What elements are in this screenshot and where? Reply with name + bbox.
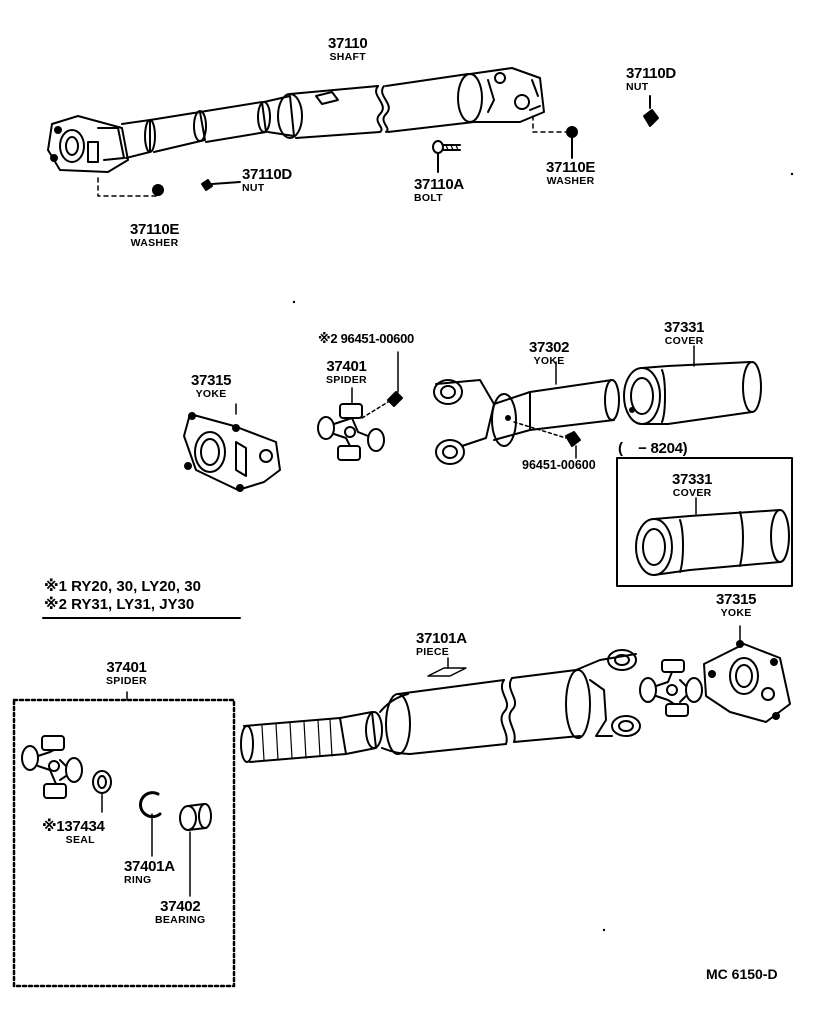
- bearing-drawing: [179, 803, 212, 831]
- footer-code: MC 6150-D: [706, 966, 778, 982]
- label-yoke-flange-mid: 37315 YOKE: [191, 372, 232, 400]
- part-name: SPIDER: [326, 374, 367, 386]
- label-fitting-low: 96451-00600: [522, 458, 596, 472]
- part-name: RING: [124, 874, 152, 886]
- label-yoke-slip: 37302 YOKE: [529, 339, 570, 367]
- part-name: COVER: [664, 335, 704, 347]
- label-yoke-flange-right: 37315 YOKE: [716, 591, 757, 619]
- washer-right-drawing: [566, 126, 578, 159]
- part-number: 37434: [64, 818, 105, 835]
- part-number: 37110D: [626, 65, 676, 82]
- part-name: YOKE: [720, 607, 752, 619]
- label-bolt: 37110A BOLT: [414, 177, 464, 204]
- cover-box-frame: [616, 457, 793, 587]
- part-name: COVER: [672, 487, 712, 499]
- part-number: 37315: [716, 591, 757, 608]
- washer-left-drawing: [152, 184, 164, 196]
- ring-drawing: [139, 791, 162, 819]
- cover-box-drawing: [635, 509, 790, 576]
- part-name: YOKE: [533, 355, 565, 367]
- spider-kit-frame: [12, 698, 236, 988]
- spider-rear-drawing: [639, 659, 703, 717]
- part-number: 96451-00600: [340, 331, 415, 346]
- seal-mark: ※1: [42, 818, 65, 835]
- note-2: ※2 RY31, LY31, JY30: [44, 596, 195, 613]
- part-name: WASHER: [546, 175, 595, 187]
- yoke-slip-drawing: [433, 379, 620, 465]
- part-number: 37401: [326, 358, 367, 375]
- part-name: YOKE: [195, 388, 227, 400]
- label-shaft: 37110 SHAFT: [328, 35, 368, 63]
- part-number: 37110D: [242, 166, 292, 183]
- part-number: 37110: [328, 35, 368, 52]
- label-bearing: 37402 BEARING: [155, 899, 206, 926]
- label-washer-right: 37110E WASHER: [546, 160, 595, 187]
- label-cover-box-range: ( − 8204): [618, 440, 688, 457]
- spider-mid-drawing: [317, 403, 385, 461]
- label-washer-left: 37110E WASHER: [130, 222, 179, 249]
- shaft-assembly-drawing: [47, 67, 545, 173]
- seal-drawing: [92, 770, 112, 794]
- label-nut-mid: 37110D NUT: [242, 167, 292, 194]
- part-number: 37401: [106, 659, 147, 676]
- fitting-low-drawing: [513, 421, 581, 459]
- label-cover-top: 37331 COVER: [664, 319, 705, 347]
- nut-top-drawing: [643, 95, 659, 127]
- shaft-rear-assembly-drawing: [240, 649, 641, 763]
- label-spider-mid: 37401 SPIDER: [326, 359, 367, 386]
- part-number: 37101A: [416, 630, 467, 647]
- fitting-mark: ※2: [318, 331, 338, 346]
- bolt-drawing: [432, 140, 461, 173]
- part-name: NUT: [626, 81, 649, 93]
- piece-drawing: [427, 667, 467, 677]
- part-name: NUT: [242, 182, 265, 194]
- part-number: 37110A: [414, 176, 464, 193]
- part-name: SPIDER: [106, 675, 147, 687]
- label-cover-box: 37331 COVER: [672, 471, 713, 499]
- cover-range: ( − 8204): [618, 440, 688, 457]
- part-number: 37315: [191, 372, 232, 389]
- fitting-mid-drawing: [361, 391, 403, 419]
- part-number: 37401A: [124, 858, 175, 875]
- yoke-flange-mid-drawing: [183, 412, 281, 492]
- part-name: WASHER: [130, 237, 179, 249]
- part-number: 37331: [664, 319, 705, 336]
- part-name: SEAL: [65, 834, 95, 846]
- label-spider-kit: 37401 SPIDER: [106, 660, 147, 687]
- part-number: 37110E: [130, 221, 180, 238]
- yoke-flange-right-drawing: [703, 640, 791, 723]
- cover-top-drawing: [623, 361, 762, 425]
- part-number: 37302: [529, 339, 570, 356]
- nut-mid-drawing: [201, 179, 241, 191]
- label-nut-top: 37110D NUT: [626, 66, 676, 93]
- label-ring: 37401A RING: [124, 859, 175, 886]
- part-name: PIECE: [416, 646, 450, 658]
- part-name: BOLT: [414, 192, 443, 204]
- label-piece: 37101A PIECE: [416, 631, 467, 658]
- part-number: 37110E: [546, 159, 596, 176]
- part-name: SHAFT: [329, 51, 366, 63]
- part-number: 37331: [672, 471, 713, 488]
- part-name: BEARING: [155, 914, 206, 926]
- part-number: 37402: [160, 898, 201, 915]
- note-1: ※1 RY20, 30, LY20, 30: [44, 578, 201, 595]
- label-fitting-mid: ※2 96451-00600: [318, 332, 414, 345]
- spider-kit-drawing: [21, 735, 83, 799]
- label-seal: ※137434 SEAL: [42, 819, 105, 846]
